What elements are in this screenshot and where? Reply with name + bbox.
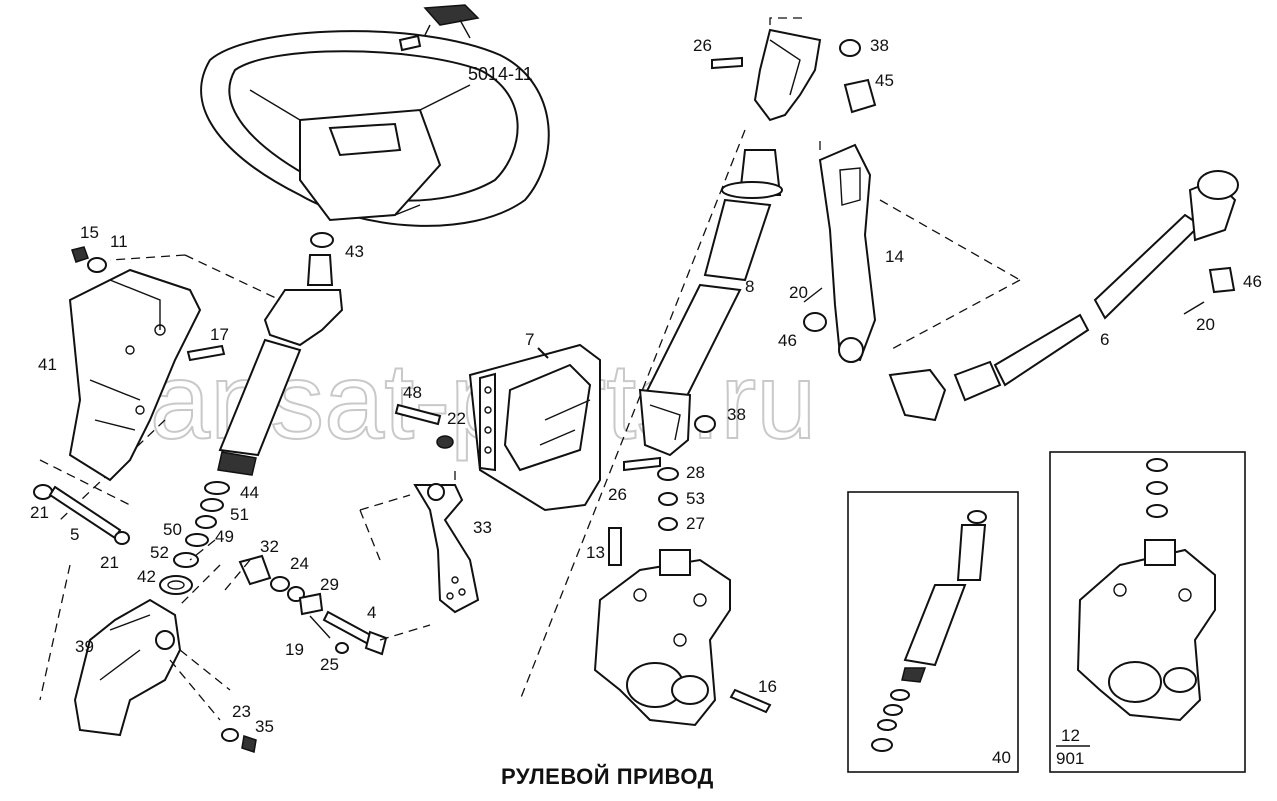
diagram-title: РУЛЕВОЙ ПРИВОД: [501, 764, 714, 789]
callout-17: 17: [210, 325, 229, 344]
callout-42: 42: [137, 567, 156, 586]
callout-13: 13: [586, 543, 605, 562]
support-bracket: [73, 598, 182, 737]
callout-6: 6: [1100, 330, 1109, 349]
callout-23: 23: [232, 702, 251, 721]
callout-26-top: 26: [693, 36, 712, 55]
inset-12-sublabel: 901: [1056, 749, 1084, 768]
pitman-fasteners: [803, 266, 1236, 332]
bracket-bolt-nut: [71, 246, 226, 362]
callout-14: 14: [885, 247, 904, 266]
drag-link: [888, 170, 1239, 422]
steering-column: [159, 232, 344, 595]
callout-38-top: 38: [870, 36, 889, 55]
horn-switch: [398, 4, 480, 52]
pivot-shaft: [33, 484, 130, 545]
mounting-plate: [468, 343, 601, 512]
callout-46-mid: 46: [778, 331, 797, 350]
bracket-washer-nut: [221, 728, 257, 753]
inset-12-label: 12: [1061, 726, 1080, 745]
plate-bolt-nut: [394, 403, 454, 449]
pitman-arm: [818, 143, 877, 363]
callout-21-left: 21: [30, 503, 49, 522]
callout-21-lower: 21: [100, 553, 119, 572]
callout-26-mid: 26: [608, 485, 627, 504]
callout-45: 45: [875, 71, 894, 90]
steering-wheel: [200, 30, 550, 227]
callout-20-mid: 20: [789, 283, 808, 302]
callout-51: 51: [230, 505, 249, 524]
inset-box-40: [847, 491, 1019, 773]
callout-50: 50: [163, 520, 182, 539]
callout-28: 28: [686, 463, 705, 482]
callout-19: 19: [285, 640, 304, 659]
callout-52: 52: [150, 543, 169, 562]
intermediate-shaft: [638, 28, 822, 457]
inset-12-gearbox: [1076, 458, 1216, 722]
shaft-bolts-nuts: [608, 39, 877, 566]
column-bracket: [68, 268, 202, 482]
callout-44: 44: [240, 483, 259, 502]
callout-33: 33: [473, 518, 492, 537]
callout-15: 15: [80, 223, 99, 242]
callout-39: 39: [75, 637, 94, 656]
callout-5: 5: [70, 525, 79, 544]
callout-labels: 15 11 43 17 41 21 5 21 44 51 49 50 52 42…: [30, 36, 1262, 736]
callout-43: 43: [345, 242, 364, 261]
callout-35: 35: [255, 717, 274, 736]
callout-38-mid: 38: [727, 405, 746, 424]
callout-20-right: 20: [1196, 315, 1215, 334]
callout-46-right: 46: [1243, 272, 1262, 291]
steering-gearbox: [593, 549, 772, 727]
callout-48: 48: [403, 383, 422, 402]
callout-41: 41: [38, 355, 57, 374]
inset-40-label: 40: [992, 748, 1011, 767]
group-code-label: 5014-11: [468, 64, 533, 84]
callout-25: 25: [320, 655, 339, 674]
pedal-lever: [413, 483, 480, 614]
callout-32: 32: [260, 537, 279, 556]
callout-22: 22: [447, 409, 466, 428]
lever-clamp-parts: [238, 554, 388, 656]
callout-27: 27: [686, 514, 705, 533]
callout-16: 16: [758, 677, 777, 696]
callout-7: 7: [525, 330, 534, 349]
inset-40-shaft: [871, 510, 987, 752]
callout-11: 11: [110, 232, 128, 251]
callout-29: 29: [320, 575, 339, 594]
callout-8: 8: [745, 277, 754, 296]
callout-4: 4: [367, 603, 376, 622]
callout-53: 53: [686, 489, 705, 508]
callout-24: 24: [290, 554, 309, 573]
callout-49: 49: [215, 527, 234, 546]
inset-box-12: [1049, 451, 1246, 773]
